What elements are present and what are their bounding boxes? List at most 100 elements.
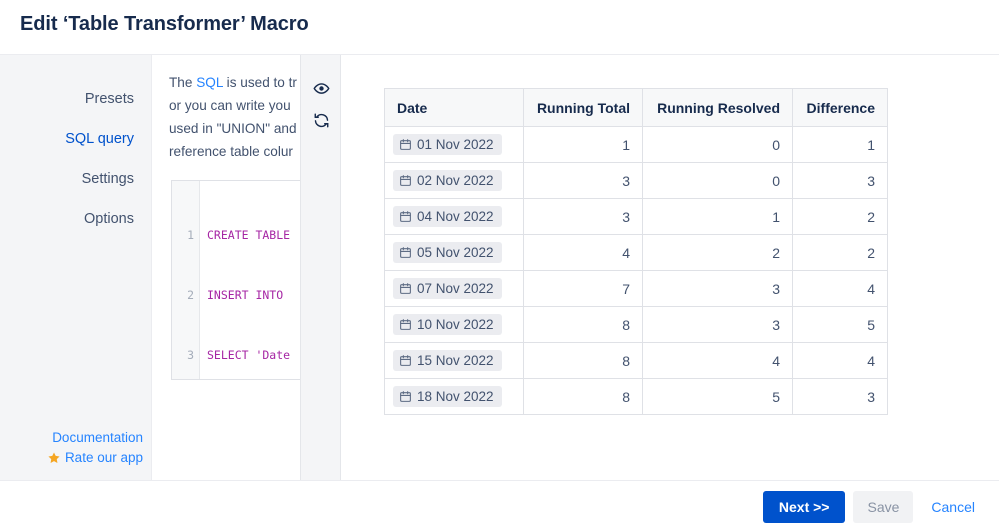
- footer-actions: Next >> Save Cancel: [762, 491, 985, 523]
- date-text: 18 Nov 2022: [417, 389, 494, 404]
- cell-running-resolved: 0: [642, 126, 793, 163]
- dialog-footer: Next >> Save Cancel: [0, 480, 999, 531]
- sql-description: The SQL is used to tr or you can write y…: [169, 71, 300, 163]
- calendar-icon: [399, 282, 412, 295]
- cell-date: 18 Nov 2022: [384, 378, 524, 415]
- cell-running-resolved: 4: [642, 342, 793, 379]
- date-text: 01 Nov 2022: [417, 137, 494, 152]
- dialog-body: Presets SQL query Settings Options Docum…: [0, 55, 999, 480]
- table-header-row: Date Running Total Running Resolved Diff…: [384, 88, 888, 127]
- cancel-button[interactable]: Cancel: [921, 491, 985, 523]
- calendar-icon: [399, 138, 412, 151]
- date-pill: 04 Nov 2022: [393, 206, 502, 227]
- star-icon: [47, 451, 61, 465]
- cell-running-resolved: 0: [642, 162, 793, 199]
- sql-config-panel: The SQL is used to tr or you can write y…: [152, 55, 300, 480]
- date-text: 15 Nov 2022: [417, 353, 494, 368]
- sidebar-item-settings[interactable]: Settings: [0, 159, 152, 199]
- cell-running-total: 1: [523, 126, 643, 163]
- table-row: 10 Nov 2022 8 3 5: [384, 306, 888, 343]
- cell-running-resolved: 1: [642, 198, 793, 235]
- cell-running-total: 8: [523, 342, 643, 379]
- preview-toggle-button[interactable]: [301, 76, 342, 106]
- calendar-icon: [399, 318, 412, 331]
- cell-running-total: 3: [523, 198, 643, 235]
- date-text: 05 Nov 2022: [417, 245, 494, 260]
- rate-our-app-link[interactable]: Rate our app: [0, 448, 143, 468]
- desc-line1-pre: The: [169, 75, 197, 90]
- cell-date: 10 Nov 2022: [384, 306, 524, 343]
- line-number: 3: [187, 348, 194, 362]
- save-button[interactable]: Save: [853, 491, 914, 523]
- cell-running-total: 8: [523, 306, 643, 343]
- sidebar-item-sql-query[interactable]: SQL query: [0, 119, 155, 159]
- documentation-link[interactable]: Documentation: [52, 430, 143, 445]
- cell-difference: 3: [792, 162, 888, 199]
- sidebar-nav: Presets SQL query Settings Options: [0, 79, 155, 239]
- cell-running-resolved: 2: [642, 234, 793, 271]
- sidebar-footer-links: Documentation Rate our app: [0, 428, 152, 468]
- column-header-date[interactable]: Date: [384, 88, 524, 127]
- table-row: 05 Nov 2022 4 2 2: [384, 234, 888, 271]
- code-line: 1 CREATE TABLE: [172, 225, 300, 245]
- table-row: 02 Nov 2022 3 0 3: [384, 162, 888, 199]
- table-header: Date Running Total Running Resolved Diff…: [384, 88, 888, 127]
- preview-pane: Date Running Total Running Resolved Diff…: [341, 55, 999, 480]
- date-pill: 15 Nov 2022: [393, 350, 502, 371]
- table-row: 18 Nov 2022 8 5 3: [384, 378, 888, 415]
- sidebar-item-label: Settings: [81, 171, 134, 187]
- cell-running-total: 3: [523, 162, 643, 199]
- cell-running-resolved: 3: [642, 270, 793, 307]
- date-text: 10 Nov 2022: [417, 317, 494, 332]
- cell-running-resolved: 3: [642, 306, 793, 343]
- column-header-difference[interactable]: Difference: [792, 88, 888, 127]
- desc-line4: reference table colur: [169, 144, 293, 159]
- cell-running-total: 4: [523, 234, 643, 271]
- cell-difference: 4: [792, 270, 888, 307]
- calendar-icon: [399, 246, 412, 259]
- cell-running-resolved: 5: [642, 378, 793, 415]
- dialog-titlebar: Edit ‘Table Transformer’ Macro: [0, 0, 999, 55]
- table-row: 15 Nov 2022 8 4 4: [384, 342, 888, 379]
- result-table: Date Running Total Running Resolved Diff…: [384, 88, 888, 415]
- desc-line1-post: is used to tr: [222, 75, 297, 90]
- cell-date: 05 Nov 2022: [384, 234, 524, 271]
- table-row: 07 Nov 2022 7 3 4: [384, 270, 888, 307]
- cell-date: 15 Nov 2022: [384, 342, 524, 379]
- calendar-icon: [399, 390, 412, 403]
- cell-difference: 2: [792, 234, 888, 271]
- sidebar-item-label: Options: [84, 211, 134, 227]
- table-row: 04 Nov 2022 3 1 2: [384, 198, 888, 235]
- editor-gutter: [172, 181, 200, 379]
- code-text: CREATE TABLE: [207, 228, 291, 242]
- column-header-running-resolved[interactable]: Running Resolved: [642, 88, 793, 127]
- date-pill: 18 Nov 2022: [393, 386, 502, 407]
- cell-difference: 2: [792, 198, 888, 235]
- date-text: 07 Nov 2022: [417, 281, 494, 296]
- cell-difference: 3: [792, 378, 888, 415]
- desc-line3: used in "UNION" and: [169, 121, 297, 136]
- sidebar-item-label: Presets: [84, 91, 134, 107]
- column-header-running-total[interactable]: Running Total: [523, 88, 643, 127]
- desc-keyword-sql: SQL: [196, 75, 223, 90]
- next-button[interactable]: Next >>: [762, 491, 846, 523]
- refresh-preview-button[interactable]: [301, 108, 342, 138]
- date-pill: 10 Nov 2022: [393, 314, 502, 335]
- table-body: 01 Nov 2022 1 0 1 02 Nov 2022: [384, 126, 888, 415]
- date-pill: 07 Nov 2022: [393, 278, 502, 299]
- cell-difference: 1: [792, 126, 888, 163]
- sidebar-item-presets[interactable]: Presets: [0, 79, 152, 119]
- line-number: 1: [187, 228, 194, 242]
- calendar-icon: [399, 174, 412, 187]
- cell-date: 04 Nov 2022: [384, 198, 524, 235]
- sidebar-item-options[interactable]: Options: [0, 199, 152, 239]
- calendar-icon: [399, 354, 412, 367]
- sidebar-item-label: SQL query: [65, 131, 134, 147]
- date-text: 04 Nov 2022: [417, 209, 494, 224]
- cell-difference: 4: [792, 342, 888, 379]
